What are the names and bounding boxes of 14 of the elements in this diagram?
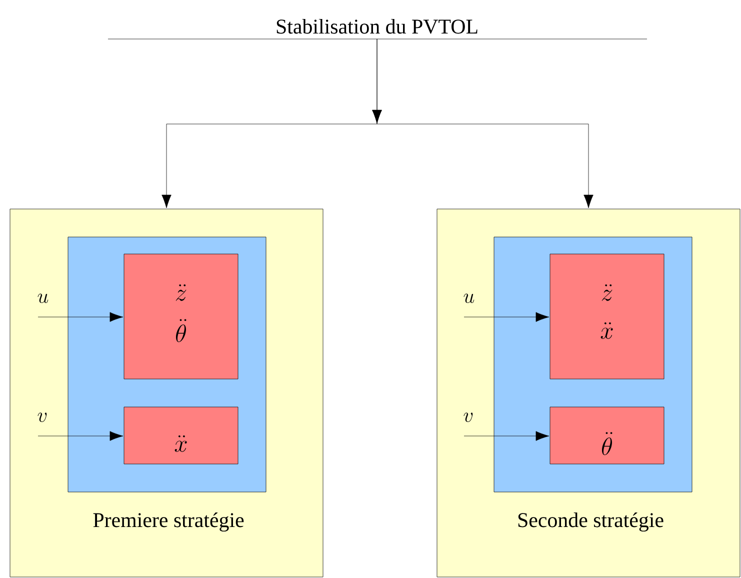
arrow (372, 38, 594, 208)
dynamics-box: $\ddot{z}$ $\ddot{x}$ (550, 254, 664, 380)
arrow (38, 312, 124, 322)
dynamics-box: $\ddot{x}$ (124, 406, 238, 464)
dynamics-box: $\ddot{\theta}$ (550, 406, 664, 464)
arrow (464, 312, 550, 322)
edge-label: $v$ (464, 412, 473, 422)
arrow (38, 431, 124, 441)
title: Stabilisation du PVTOL (276, 18, 478, 34)
edge-label: $u$ (38, 294, 48, 303)
dynamics-box: $\ddot{z}$ $\ddot{\theta}$ (124, 254, 238, 380)
edge-label: $v$ (38, 412, 47, 422)
edge-label: $u$ (464, 294, 474, 303)
arrow (464, 431, 550, 441)
